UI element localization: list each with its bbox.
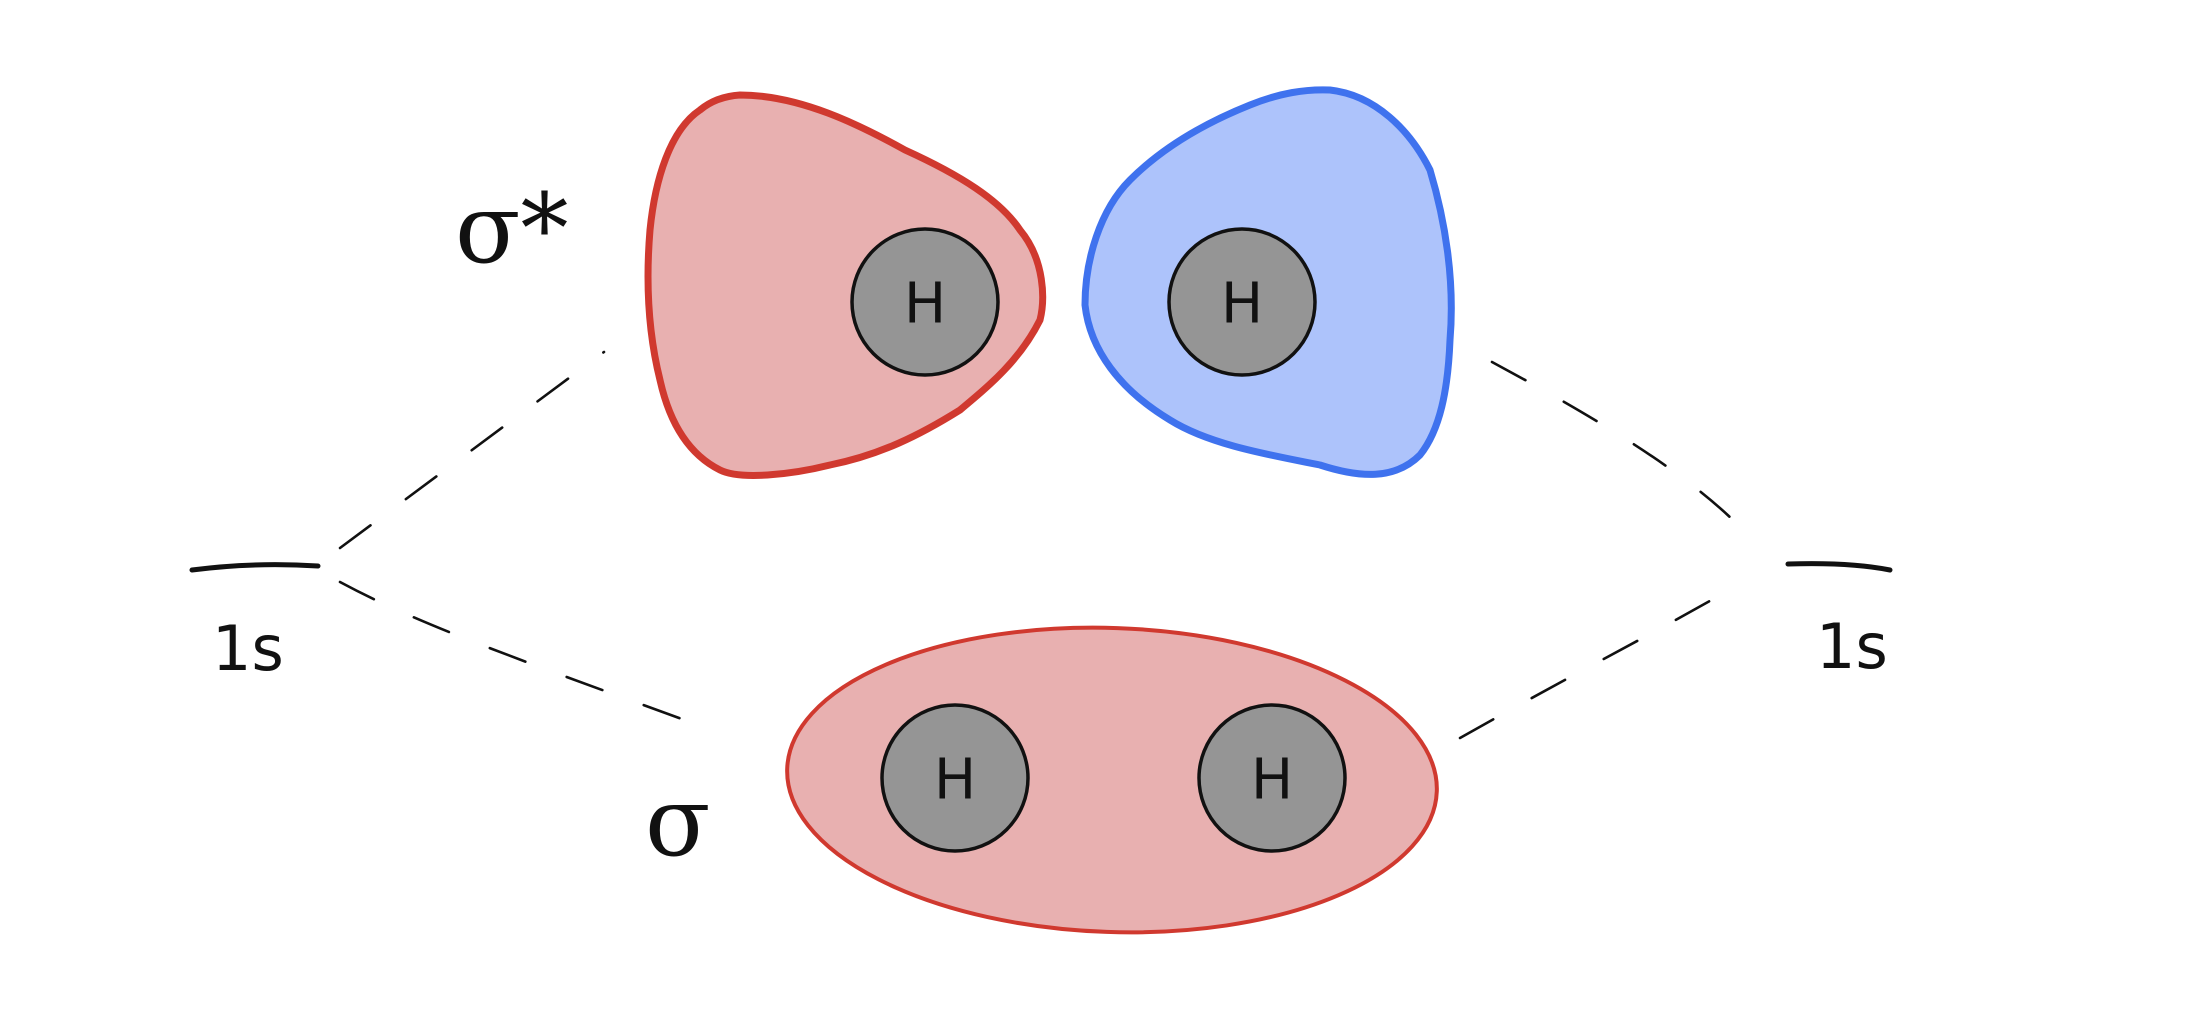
antibonding-nucleus-left: H xyxy=(850,227,1000,377)
antibonding-label: σ* xyxy=(455,173,569,285)
correlation-lines xyxy=(338,350,1754,740)
nucleus-label: H xyxy=(904,272,946,337)
nucleus-label: H xyxy=(1221,272,1263,337)
nucleus-circle xyxy=(880,703,1030,853)
atomic-orbital-label: 1s xyxy=(212,612,284,685)
antibonding-lobe-positive xyxy=(644,91,1047,479)
correlation-line-left-bonding xyxy=(338,580,714,732)
correlation-line-right-bonding xyxy=(1458,580,1744,740)
energy-level-line xyxy=(189,562,321,573)
antibonding-nucleus-right: H xyxy=(1167,227,1317,377)
nucleus-circle xyxy=(1197,703,1347,853)
right-atomic-orbital: 1s xyxy=(1785,561,1893,683)
nucleus-label: H xyxy=(1251,748,1293,813)
atomic-orbital-label: 1s xyxy=(1816,610,1888,683)
antibonding-orbital: H H σ* xyxy=(455,86,1455,479)
energy-level-line xyxy=(1785,561,1893,573)
correlation-line-right-antibonding xyxy=(1490,360,1754,542)
correlation-line-left-antibonding xyxy=(338,350,606,550)
bonding-label: σ xyxy=(645,766,711,878)
bonding-nucleus-right: H xyxy=(1197,703,1347,853)
nucleus-circle xyxy=(850,227,1000,377)
nucleus-circle xyxy=(1167,227,1317,377)
left-atomic-orbital: 1s xyxy=(189,562,321,685)
bonding-nucleus-left: H xyxy=(880,703,1030,853)
nucleus-label: H xyxy=(934,748,976,813)
bonding-orbital: H H σ xyxy=(645,625,1439,935)
